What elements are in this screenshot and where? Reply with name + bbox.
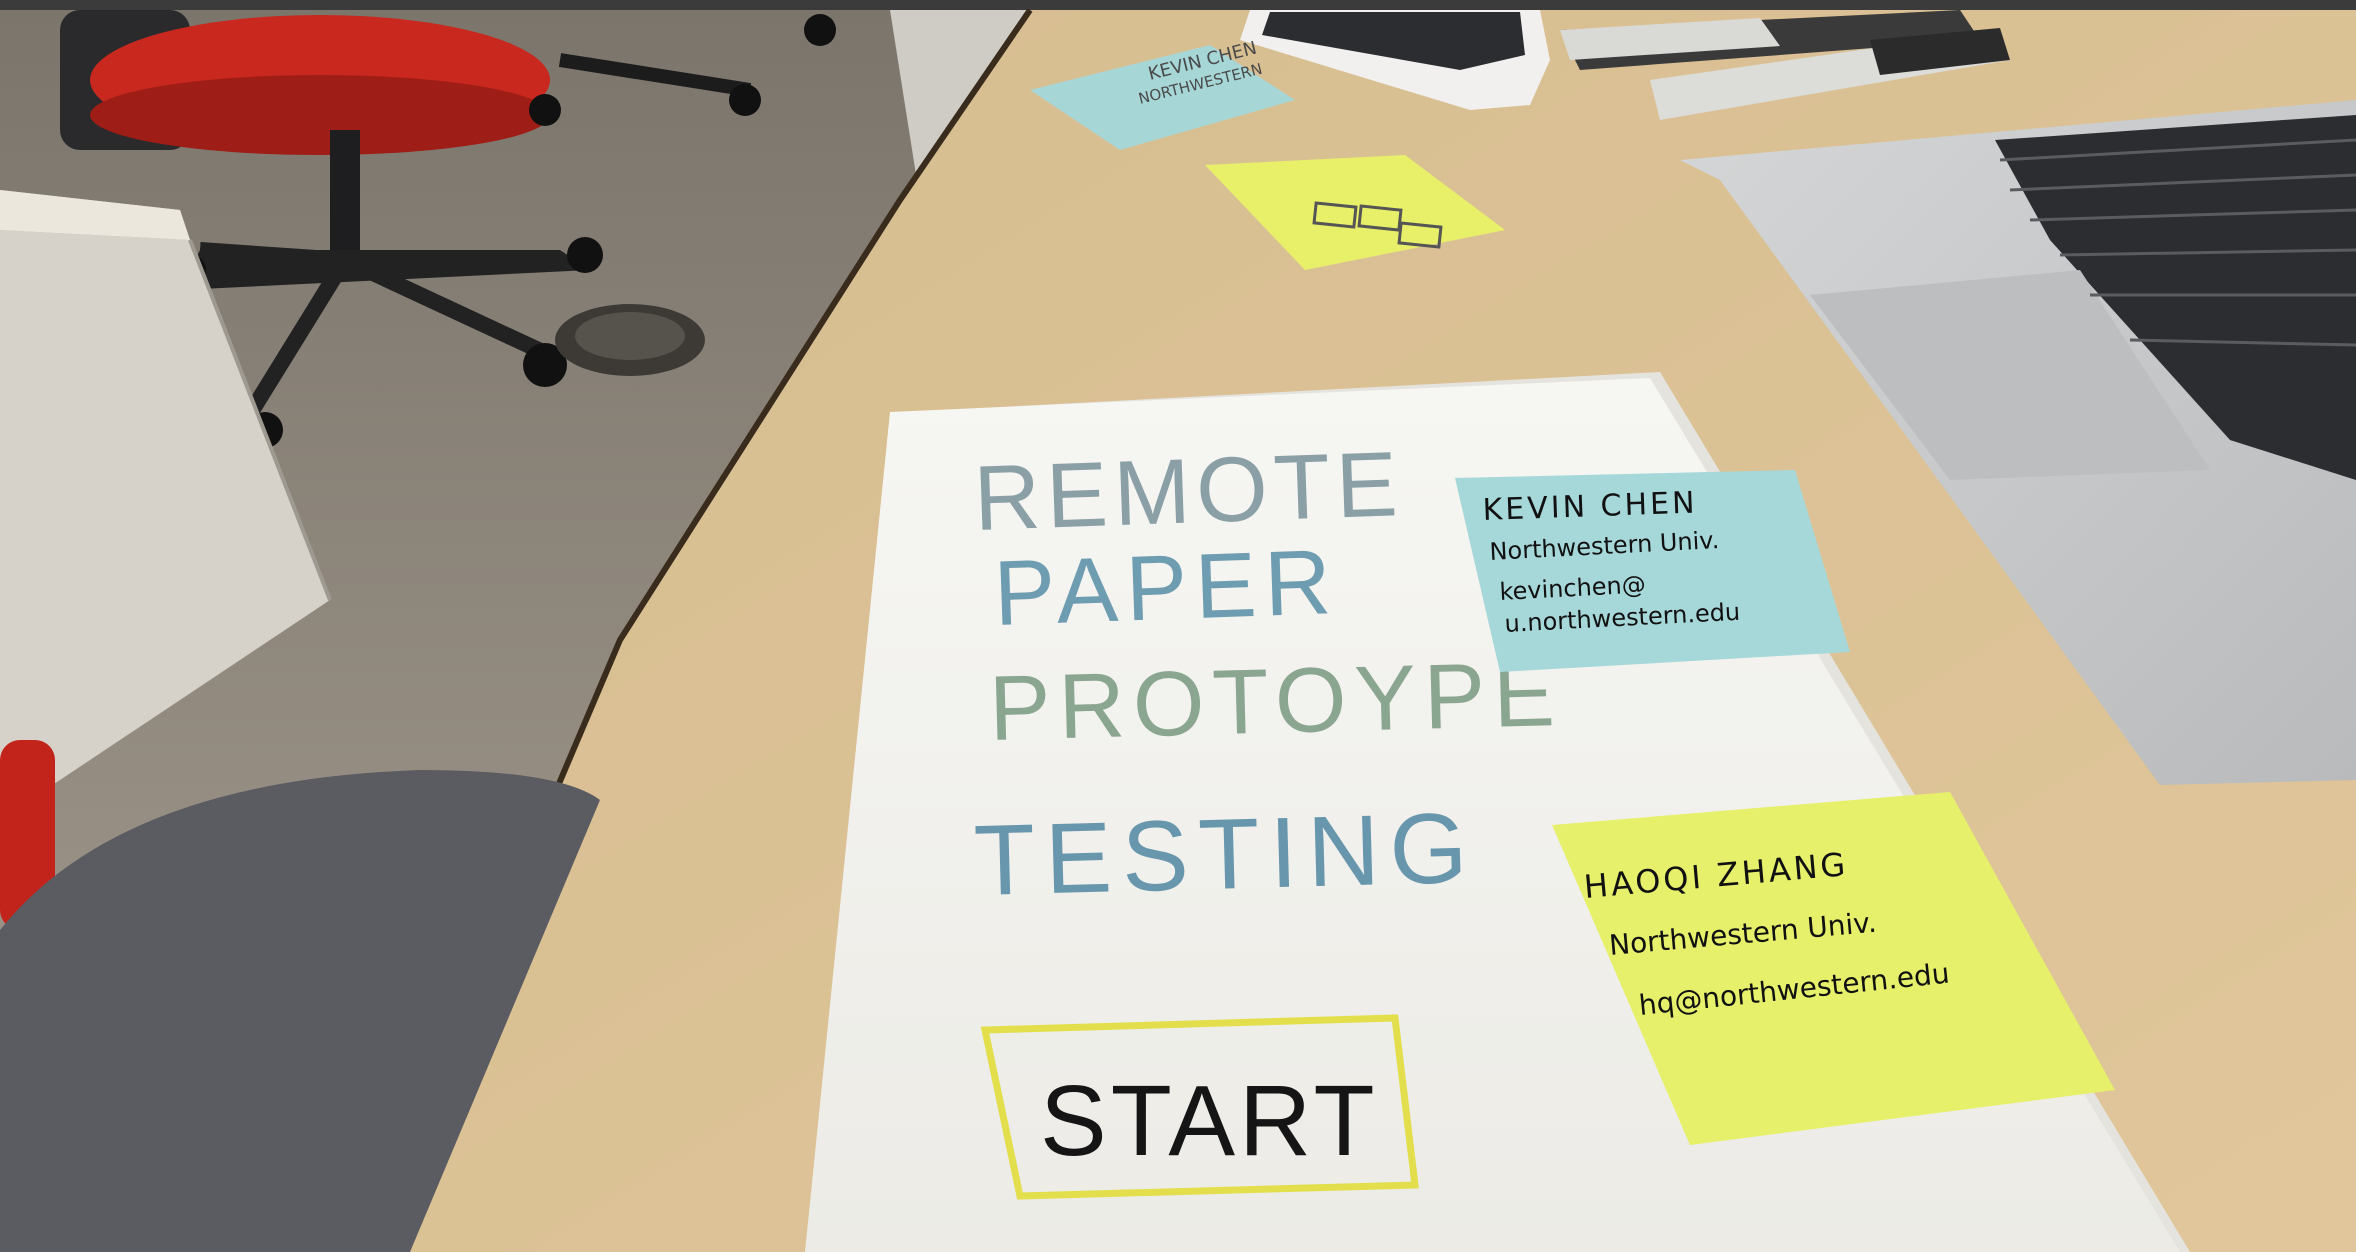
blue-note-name: KEVIN CHEN (1482, 486, 1698, 528)
foreground-chair (0, 770, 600, 1252)
sticky-note-yellow: HAOQI ZHANG Northwestern Univ. hq@northw… (1552, 792, 2115, 1145)
sticky-note-yellow-small (1205, 155, 1505, 270)
red-bag (0, 740, 55, 930)
start-button-sketch[interactable]: START (980, 1014, 1419, 1200)
title-line-1: REMOTE (972, 433, 1405, 550)
title-line-2: PAPER (992, 531, 1340, 645)
title-line-3: PROTOYPE (988, 643, 1564, 760)
title-line-4: TESTING (973, 792, 1479, 917)
laptop (1680, 100, 2356, 785)
sticky-note-blue-small: KEVIN CHEN NORTHWESTERN (1030, 38, 1295, 150)
sticky-note-blue: KEVIN CHEN Northwestern Univ. kevinchen@… (1455, 470, 1850, 672)
filing-cabinet (0, 190, 332, 820)
sketch-icon (1312, 201, 1443, 249)
top-strip (0, 0, 2356, 10)
start-label: START (1040, 1065, 1379, 1177)
paper-title: REMOTE PAPER PROTOYPE TESTING (972, 433, 1564, 917)
phone (1240, 10, 1550, 110)
chair-base-back (529, 14, 836, 126)
markers (1560, 10, 2010, 120)
office-chair (60, 10, 603, 448)
